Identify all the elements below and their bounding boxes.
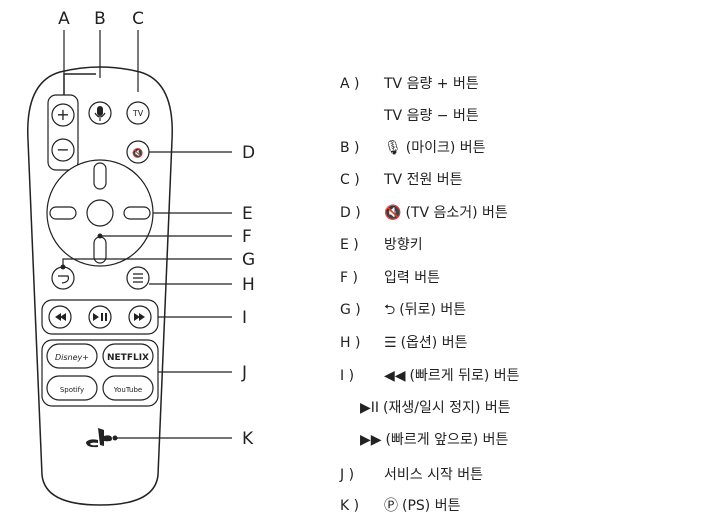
callout-letter-i: I bbox=[242, 308, 247, 328]
mic-icon bbox=[97, 106, 103, 116]
youtube-button[interactable] bbox=[102, 375, 154, 401]
volume-down-button[interactable] bbox=[51, 138, 75, 162]
callout-letter-j: J bbox=[241, 363, 247, 383]
callout-letter-k: K bbox=[242, 429, 254, 449]
callout-dot-k bbox=[112, 435, 118, 441]
play-pause-icon bbox=[93, 313, 107, 321]
rewind-icon bbox=[55, 313, 66, 321]
spotify-label: Spotify bbox=[60, 386, 84, 394]
volume-down-label: − bbox=[56, 140, 69, 159]
tv-label: TV bbox=[132, 109, 144, 118]
callout-letter-f: F bbox=[242, 227, 252, 247]
netflix-label: NETFLIX bbox=[107, 353, 149, 363]
dpad-center[interactable] bbox=[86, 199, 114, 227]
callout-line-g bbox=[62, 258, 232, 267]
callout-letter-g: G bbox=[242, 250, 255, 270]
callout-letter-h: H bbox=[242, 275, 255, 295]
netflix-button[interactable] bbox=[102, 343, 154, 369]
callout-letter-c: C bbox=[132, 9, 144, 29]
callout-letter-a: A bbox=[58, 9, 70, 29]
mic-stand bbox=[94, 112, 106, 121]
disney-label: Disney+ bbox=[55, 353, 89, 362]
volume-up-label: + bbox=[56, 105, 69, 124]
spotify-button[interactable] bbox=[46, 375, 98, 401]
mute-label: 🔇 bbox=[132, 147, 143, 159]
options-icon bbox=[133, 273, 143, 283]
callout-dot-f bbox=[97, 233, 103, 239]
dpad-right[interactable] bbox=[123, 206, 151, 220]
youtube-label: YouTube bbox=[113, 386, 142, 394]
callout-letter-b: B bbox=[94, 9, 106, 29]
play-pause-button[interactable] bbox=[88, 305, 112, 329]
dpad-left[interactable] bbox=[49, 206, 77, 220]
volume-up-button[interactable] bbox=[51, 103, 75, 127]
ps-icon bbox=[86, 428, 112, 448]
tv-power-button[interactable] bbox=[126, 101, 150, 125]
back-button[interactable] bbox=[51, 266, 75, 290]
back-icon bbox=[58, 275, 69, 284]
dpad-up[interactable] bbox=[93, 162, 107, 190]
disney-button[interactable] bbox=[46, 343, 98, 369]
callout-letter-d: D bbox=[242, 143, 255, 163]
callout-letter-e: E bbox=[242, 204, 253, 224]
callout-dot-g bbox=[60, 264, 66, 270]
fast-forward-icon bbox=[134, 313, 145, 321]
